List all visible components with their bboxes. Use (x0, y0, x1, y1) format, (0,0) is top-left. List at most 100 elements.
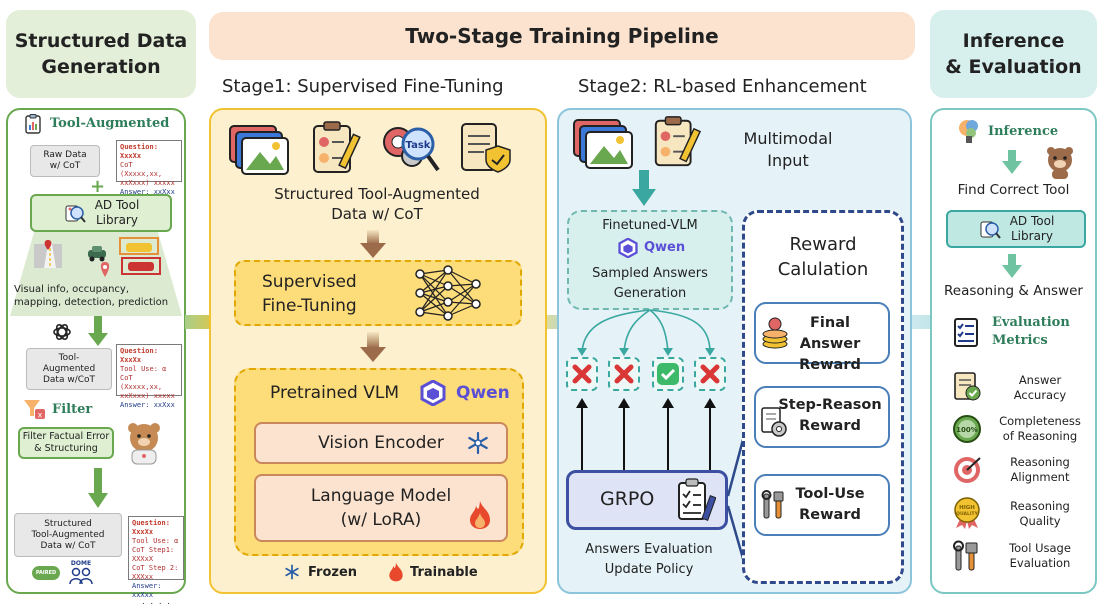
fan-out-arrows (570, 308, 730, 358)
reward-calculation-title: Reward Calulation (777, 234, 869, 280)
dome-logo-text: DOME (70, 560, 92, 567)
header-structured-data-generation: Structured Data Generation (6, 10, 196, 98)
tool-usage-icon (952, 540, 982, 572)
structured-data-box: Structured Tool-Augmented Data w/ CoT (14, 513, 122, 557)
metric-tool-usage-label: Tool Usage Evaluation (1009, 541, 1071, 570)
legend-frozen-label: Frozen (308, 565, 358, 580)
metric-completeness-label: Completeness of Reasoning (999, 414, 1081, 443)
final-answer-reward-label: Final Answer Reward (799, 315, 861, 373)
note1-question: Question: XxxXx (120, 143, 158, 160)
qwen-label: Qwen (456, 383, 510, 403)
high-quality-badge-text: HIGH (959, 505, 975, 511)
tool-augmented-label: Tool-Augmented (50, 116, 170, 131)
filter-label: Filter (52, 402, 93, 417)
car-icon (86, 244, 108, 262)
vision-encoder-label: Vision Encoder (318, 433, 444, 453)
right-task-search-icon (978, 217, 1002, 241)
stage2-qwen-label: Qwen (644, 240, 686, 255)
document-gear-icon (760, 406, 788, 438)
dome-logo: DOME (68, 560, 94, 586)
qa-note-1: Question: XxxXx CoT (Xxxxx,xx, xxXxxx) x… (116, 140, 182, 205)
left-arrow-down-2 (88, 468, 108, 508)
header-left-text: Structured Data Generation (14, 30, 188, 78)
legend-fire-icon (388, 562, 404, 582)
evaluation-metrics-label: Evaluation Metrics (992, 315, 1070, 348)
note3-line4: CoT Step 2: XXXxx (132, 564, 179, 581)
metric-answer-accuracy-label: Answer Accuracy (1013, 373, 1067, 402)
header-inference-evaluation: Inference & Evaluation (930, 10, 1097, 98)
note1-line2: CoT (Xxxxx,xx, (120, 161, 163, 178)
stage1-title: Stage1: Supervised Fine-Tuning (222, 76, 504, 97)
pretrained-vlm-label: Pretrained VLM (270, 383, 400, 403)
inference-brain-icon (956, 118, 982, 144)
coins-trophy-icon (760, 316, 790, 350)
visual-info-label: Visual info, occupancy, mapping, detecti… (14, 284, 169, 308)
language-model-label: Language Model (w/ LoRA) (310, 486, 452, 530)
vision-encoder-box: Vision Encoder (254, 422, 508, 464)
stage2-qa-clipboard-icon (650, 114, 708, 170)
structured-data-label: Structured Tool-Augmented Data w/ CoT (31, 518, 105, 551)
snowflake-icon (466, 431, 490, 455)
ad-tool-library-label: AD Tool Library (94, 198, 140, 227)
wrong-answer-icon (694, 357, 726, 391)
note3-line2: Tool Use: α (132, 537, 179, 545)
note2-line3: CoT (Xxxxx,xx, (120, 374, 163, 391)
step-reason-reward-label: Step-Reason Reward (778, 397, 882, 434)
sft-label: Supervised Fine-Tuning (262, 272, 357, 316)
finetuned-vlm-box (567, 210, 733, 310)
clipboard-chart-icon (22, 113, 44, 135)
checklist-pencil-icon (676, 478, 716, 522)
stage1-arrow-down-1 (360, 230, 386, 258)
qa-note-2: Question: XxxXx Tool Use: α CoT (Xxxxx,x… (116, 344, 182, 409)
metric-reasoning-quality-label: Reasoning Quality (1010, 499, 1070, 528)
note2-line2: Tool Use: α (120, 365, 167, 373)
neural-network-icon (412, 264, 484, 322)
legend-snowflake-icon (284, 564, 300, 580)
wrong-answer-icon (608, 357, 640, 391)
paired-logo: PAIRED (32, 566, 60, 580)
filter-icon: x (24, 400, 46, 420)
sampled-answers-label: Sampled Answers Generation (592, 266, 708, 301)
bear-mascot-icon (1042, 144, 1078, 180)
left-arrow-down-1 (88, 316, 108, 346)
plus-sign: + (90, 176, 106, 197)
fire-icon (468, 500, 492, 530)
note2-line4: xxXxxx) xxxxx (120, 392, 175, 400)
filter-factual-error-label: Filter Factual Error & Structuring (22, 431, 110, 454)
answers-eval-label: Answers Evaluation Update Policy (585, 542, 713, 577)
grpo-label: GRPO (600, 488, 655, 510)
right-ad-tool-library-label: AD Tool Library (1009, 214, 1055, 243)
header-right-text: Inference & Evaluation (945, 30, 1082, 78)
scroll-shield-icon (456, 120, 512, 176)
task-icon-text: Task (406, 140, 431, 151)
finetuned-vlm-label: Finetuned-VLM (602, 218, 698, 233)
note3-line3: CoT Step1: XXXxX (132, 546, 175, 563)
tools-icon (760, 490, 788, 520)
evaluation-checklist-icon (952, 316, 982, 348)
completeness-badge-text: 100% (956, 426, 978, 434)
qwen-logo-icon (420, 380, 446, 406)
grpo-reward-connector (726, 434, 746, 564)
stage2-qwen-logo-icon (618, 238, 638, 258)
image-stack-icon (228, 124, 290, 176)
qa-note-3: Question: XxxXx Tool Use: α CoT Step1: X… (128, 516, 184, 608)
note3-question: Question: XxxXx (132, 519, 170, 536)
sft-box (234, 260, 522, 326)
detection-cars-icon (118, 236, 162, 276)
tool-use-reward-label: Tool-Use Reward (795, 486, 865, 523)
metric-reasoning-alignment-label: Reasoning Alignment (1010, 455, 1070, 484)
answer-accuracy-icon (952, 370, 982, 402)
ad-tool-library-box: AD Tool Library (30, 194, 172, 232)
correct-answer-icon (652, 357, 684, 391)
wrong-answer-icon (566, 357, 598, 391)
note1-line3: xxXxxx) xxxxx (120, 179, 175, 187)
tool-augmented-data-box: Tool- Augmented Data w/CoT (26, 348, 112, 390)
raw-data-label: Raw Data w/ CoT (43, 150, 87, 171)
paired-logo-text: PAIRED (35, 570, 57, 576)
stage1-arrow-down-2 (360, 332, 386, 362)
multimodal-input-label: Multimodal Input (743, 129, 833, 170)
header-middle-text: Two-Stage Training Pipeline (405, 24, 719, 48)
right-arrow-down-2 (1002, 254, 1022, 278)
stage2-title: Stage2: RL-based Enhancement (578, 76, 867, 97)
